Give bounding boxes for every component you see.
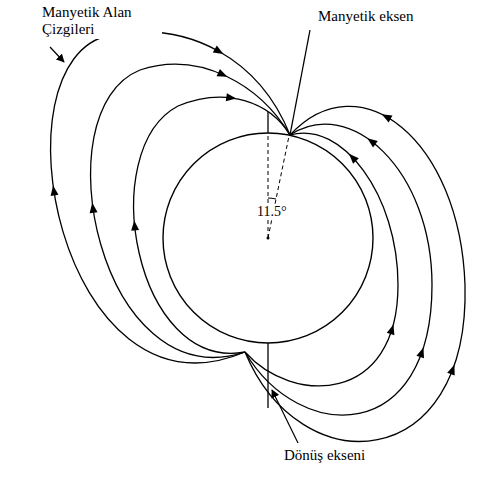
axis-label: Manyetik eksen bbox=[316, 8, 415, 25]
field-arrowhead bbox=[49, 185, 58, 196]
field-line bbox=[245, 106, 465, 441]
earth-circle bbox=[163, 133, 373, 343]
field-line bbox=[245, 124, 432, 415]
field-arrowhead bbox=[217, 69, 229, 80]
angle-arc bbox=[268, 198, 276, 199]
rotation-axis-dashed bbox=[268, 134, 269, 238]
leader-line bbox=[272, 390, 298, 443]
field-arrowhead bbox=[447, 363, 458, 375]
rotation-axis bbox=[267, 343, 268, 408]
field-arrowhead bbox=[416, 346, 427, 358]
magnetic-axis bbox=[290, 30, 310, 135]
field-arrowhead bbox=[380, 111, 393, 123]
field-arrowhead bbox=[387, 323, 398, 335]
magnetic-axis-dashed bbox=[268, 136, 289, 238]
axis-label: Dönüş ekseni bbox=[282, 447, 367, 464]
field-line bbox=[51, 32, 290, 363]
field-line bbox=[91, 64, 290, 357]
field-lines-label: Manyetik Alan Çizgileri bbox=[40, 4, 162, 39]
rotation-axis bbox=[267, 112, 268, 133]
field-arrowhead bbox=[130, 220, 139, 231]
field-arrowhead bbox=[365, 135, 378, 147]
field-arrowhead bbox=[226, 93, 237, 102]
field-line bbox=[134, 97, 290, 353]
leader-line bbox=[50, 47, 64, 62]
field-arrowhead bbox=[213, 46, 226, 58]
angle-label: 11.5° bbox=[255, 204, 289, 220]
center-dot bbox=[267, 237, 270, 240]
field-arrowhead bbox=[346, 151, 359, 164]
field-arrowhead bbox=[88, 202, 97, 213]
